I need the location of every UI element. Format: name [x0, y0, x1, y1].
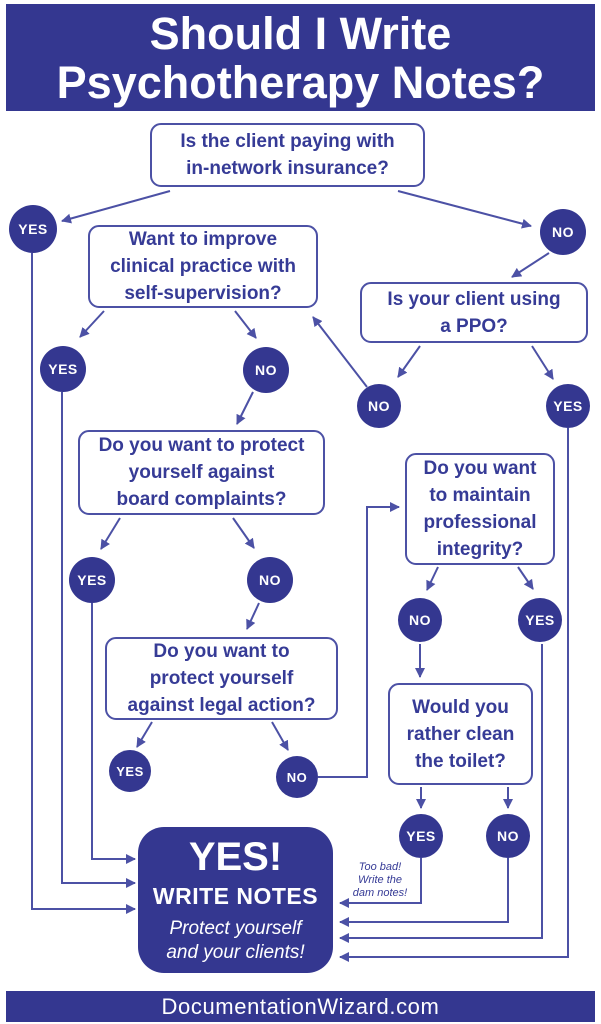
connector-line	[339, 644, 543, 943]
connector-line	[271, 721, 289, 751]
result-headline: YES!	[188, 835, 283, 879]
connector-line	[511, 252, 550, 278]
connector-line	[234, 310, 257, 339]
connector-line	[100, 517, 121, 550]
question-box-legal-action: Do you want to protect yourself against …	[105, 637, 338, 720]
connector-line	[61, 392, 136, 888]
question-text: Do you want to protect	[98, 435, 305, 456]
result-subhead: WRITE NOTES	[152, 883, 319, 909]
question-text: Do you want to	[153, 641, 290, 662]
result-note: Protect yourself and your clients!	[166, 917, 304, 965]
question-text: in-network insurance?	[186, 158, 389, 179]
connector-line	[79, 310, 105, 338]
connector-line	[397, 190, 532, 229]
question-text: self-supervision?	[124, 283, 282, 304]
result-note-line-1: Protect yourself	[169, 918, 302, 939]
answer-toilet-yes: YES	[399, 814, 443, 858]
answer-label: YES	[48, 361, 78, 377]
connector-line	[318, 502, 400, 778]
question-text: Would you	[412, 696, 509, 718]
question-box-self-supervision: Want to improve clinical practice with s…	[88, 225, 318, 308]
title-banner: Should I Write Psychotherapy Notes?	[6, 4, 595, 111]
answer-label: NO	[255, 362, 277, 378]
answer-label: YES	[18, 221, 48, 237]
answer-label: NO	[286, 769, 308, 785]
question-box-ppo: Is your client using a PPO?	[360, 282, 588, 343]
connector-line	[91, 603, 136, 864]
question-text: professional	[423, 512, 537, 533]
answer-label: YES	[406, 828, 436, 844]
question-text: against legal action?	[127, 695, 316, 716]
answer-legal-yes: YES	[109, 750, 151, 792]
connector-line	[339, 858, 422, 908]
too-bad-note-line: Too bad!	[358, 861, 402, 873]
connector-line	[136, 721, 153, 748]
question-box-professional-integrity: Do you want to maintain professional int…	[405, 453, 555, 565]
answer-board-no: NO	[247, 557, 293, 603]
connector-line	[426, 566, 439, 591]
connector-line	[232, 517, 255, 549]
result-box: YES! WRITE NOTES Protect yourself and yo…	[138, 827, 333, 973]
connector-line	[339, 428, 569, 962]
answer-toilet-no: NO	[486, 814, 530, 858]
connector-line	[397, 345, 421, 378]
question-text: Want to improve	[128, 229, 278, 250]
answer-label: NO	[552, 224, 574, 240]
question-text: board complaints?	[116, 489, 287, 510]
question-text: a PPO?	[440, 315, 508, 337]
answer-ppo-no: NO	[357, 384, 401, 428]
answer-label: NO	[259, 572, 281, 588]
answer-label: YES	[525, 612, 555, 628]
question-text: Is your client using	[387, 288, 561, 310]
connector-line	[517, 566, 534, 590]
question-text: integrity?	[436, 539, 524, 560]
question-text: Do you want	[423, 458, 537, 479]
question-text: Is the client paying with	[180, 131, 395, 152]
answer-integrity-yes: YES	[518, 598, 562, 642]
question-box-insurance: Is the client paying with in-network ins…	[150, 123, 425, 187]
answer-ppo-yes: YES	[546, 384, 590, 428]
question-text: rather clean	[406, 723, 515, 745]
connector-line	[339, 858, 509, 927]
answer-board-yes: YES	[69, 557, 115, 603]
connector-line	[61, 190, 171, 224]
connector-line	[246, 602, 260, 630]
answer-legal-no: NO	[276, 756, 318, 798]
connector-line	[312, 316, 368, 388]
answer-label: YES	[553, 398, 583, 414]
question-box-board-complaints: Do you want to protect yourself against …	[78, 430, 325, 515]
too-bad-note-line: dam notes!	[352, 887, 408, 899]
answer-label: NO	[368, 398, 390, 414]
question-text: to maintain	[429, 485, 531, 506]
result-note-line-2: and your clients!	[166, 942, 305, 963]
too-bad-note: Too bad! Write the dam notes!	[343, 861, 417, 900]
answer-label: NO	[497, 828, 519, 844]
footer-banner: DocumentationWizard.com	[6, 991, 595, 1022]
answer-selfsupervision-no: NO	[243, 347, 289, 393]
connector-line	[531, 345, 554, 380]
question-text: the toilet?	[415, 750, 506, 772]
answer-integrity-no: NO	[398, 598, 442, 642]
answer-selfsupervision-yes: YES	[40, 346, 86, 392]
question-text: clinical practice with	[110, 256, 296, 277]
question-text: protect yourself	[149, 668, 294, 689]
question-text: yourself against	[128, 462, 275, 483]
page-title-line-2: Psychotherapy Notes?	[56, 56, 545, 108]
page-title-line-1: Should I Write	[149, 7, 452, 59]
footer-site-text: DocumentationWizard.com	[161, 993, 440, 1019]
connector-line	[31, 253, 136, 914]
answer-label: YES	[77, 572, 107, 588]
answer-label: NO	[409, 612, 431, 628]
connector-line	[236, 391, 254, 425]
question-box-clean-toilet: Would you rather clean the toilet?	[388, 683, 533, 785]
too-bad-note-line: Write the	[357, 874, 402, 886]
answer-insurance-yes: YES	[9, 205, 57, 253]
answer-label: YES	[116, 763, 144, 779]
answer-insurance-no: NO	[540, 209, 586, 255]
